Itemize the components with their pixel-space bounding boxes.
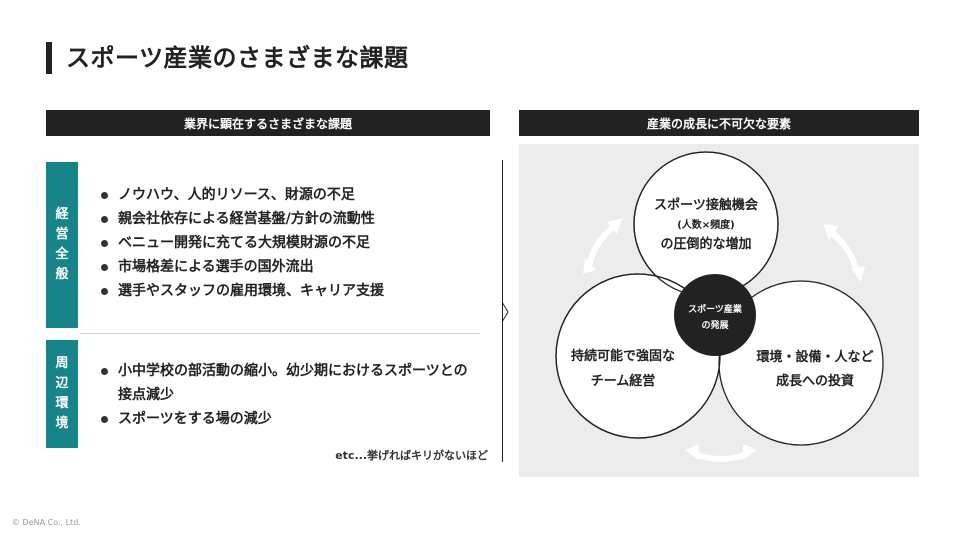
copyright-footer: © DeNA Co., Ltd. bbox=[12, 518, 81, 527]
circle-top-line3: の圧倒的な増加 bbox=[660, 236, 751, 252]
list-item: 小中学校の部活動の縮小。幼少期におけるスポーツとの接点減少 bbox=[100, 359, 480, 407]
left-section-header: 業界に顕在するさまざまな課題 bbox=[46, 110, 490, 136]
category-label-environment: 周 辺 環 境 bbox=[46, 340, 78, 448]
center-line2: の発展 bbox=[701, 319, 728, 331]
circle-left-line2: チーム経営 bbox=[591, 373, 656, 389]
category-char: 全 bbox=[55, 247, 69, 262]
center-circle bbox=[674, 274, 756, 356]
center-line1: スポーツ産業 bbox=[688, 303, 743, 315]
list-item: 市場格差による選手の国外流出 bbox=[100, 255, 480, 279]
category-char: 周 bbox=[55, 356, 69, 371]
arrowhead-icon bbox=[823, 224, 839, 240]
category-char: 環 bbox=[55, 396, 69, 411]
list-item: 親会社依存による経営基盤/方針の流動性 bbox=[100, 207, 480, 231]
arrowhead-icon bbox=[851, 266, 865, 282]
category-char: 辺 bbox=[55, 376, 69, 391]
cycle-arrow-icon bbox=[692, 451, 750, 462]
environment-issue-list: 小中学校の部活動の縮小。幼少期におけるスポーツとの接点減少 スポーツをする場の減… bbox=[100, 359, 480, 431]
title-accent-bar bbox=[46, 42, 52, 74]
section-divider-line bbox=[502, 160, 503, 462]
circle-right-line2: 成長への投資 bbox=[776, 373, 854, 389]
page-title: スポーツ産業のさまざまな課題 bbox=[66, 44, 409, 72]
circle-outline bbox=[555, 273, 721, 439]
category-char: 経 bbox=[55, 207, 69, 222]
arrowhead-icon bbox=[583, 258, 597, 274]
venn-diagram: スポーツ接触機会 (人数×頻度) の圧倒的な増加 持続可能で強固な チーム経営 … bbox=[555, 151, 884, 462]
list-item: ベニュー開発に充てる大規模財源の不足 bbox=[100, 231, 480, 255]
list-item: スポーツをする場の減少 bbox=[100, 407, 480, 431]
arrowhead-icon bbox=[685, 444, 699, 460]
cycle-arrow-icon bbox=[586, 223, 618, 269]
circle-right-line1: 環境・設備・人など bbox=[756, 349, 873, 365]
list-item: 選手やスタッフの雇用環境、キャリア支援 bbox=[100, 279, 480, 303]
category-char: 境 bbox=[55, 416, 69, 431]
category-label-management: 経 営 全 般 bbox=[46, 162, 78, 328]
circle-investment bbox=[718, 280, 884, 446]
management-issue-list: ノウハウ、人的リソース、財源の不足 親会社依存による経営基盤/方針の流動性 ベニ… bbox=[100, 183, 480, 303]
category-divider bbox=[80, 333, 480, 334]
circle-left-line1: 持続可能で強固な bbox=[571, 348, 675, 364]
right-section-header: 産業の成長に不可欠な要素 bbox=[519, 110, 919, 136]
chevron-right-icon bbox=[501, 301, 509, 323]
circle-top-line2: (人数×頻度) bbox=[677, 218, 735, 231]
etc-note: etc...挙げればキリがないほど bbox=[335, 449, 488, 462]
list-item: ノウハウ、人的リソース、財源の不足 bbox=[100, 183, 480, 207]
arrowhead-icon bbox=[607, 218, 623, 234]
cycle-arrow-icon bbox=[828, 229, 860, 275]
arrowhead-icon bbox=[743, 444, 757, 460]
circle-top-line1: スポーツ接触機会 bbox=[654, 197, 759, 213]
category-char: 般 bbox=[55, 267, 69, 282]
category-char: 営 bbox=[55, 227, 69, 242]
